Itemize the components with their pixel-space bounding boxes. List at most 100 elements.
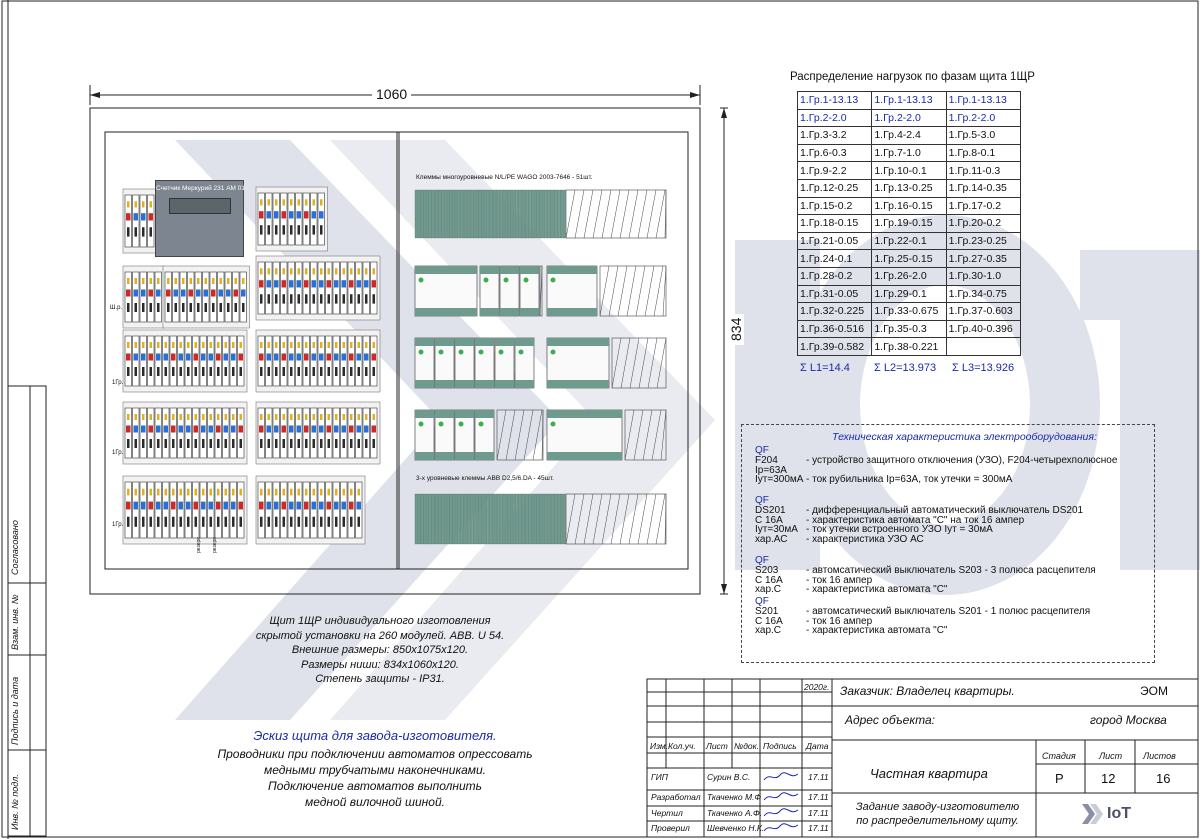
breaker xyxy=(222,335,230,387)
breaker-toggle xyxy=(349,425,354,433)
load-table-cell: 1.Гр.34-0.75 xyxy=(945,284,1022,304)
load-table-cell: 1.Гр.12-0.25 xyxy=(796,178,873,198)
breaker-label xyxy=(232,342,235,348)
panel-description-line: Степень защиты - IP31. xyxy=(315,673,445,685)
terminal-block xyxy=(545,189,549,239)
breaker xyxy=(192,335,200,387)
breaker xyxy=(340,481,348,539)
breaker-toggle xyxy=(231,425,236,433)
terminal-block xyxy=(440,493,444,545)
breaker-terminal xyxy=(179,516,182,527)
module-terminals xyxy=(415,452,434,460)
reserve-label: резерв xyxy=(196,537,202,553)
breaker-terminal xyxy=(127,303,130,312)
hatch-line xyxy=(601,493,612,545)
breaker xyxy=(302,192,310,246)
terminal-block xyxy=(525,189,528,239)
breaker-toggle xyxy=(319,280,324,288)
breaker-terminal xyxy=(297,516,300,527)
breaker xyxy=(340,335,348,387)
breaker-terminal xyxy=(174,303,177,312)
breaker-toggle xyxy=(319,425,324,433)
terminal-block xyxy=(469,493,473,545)
terminal-block xyxy=(548,493,551,545)
module-led xyxy=(498,349,504,355)
terminal-block xyxy=(554,493,557,545)
breaker xyxy=(224,271,232,323)
terminal-block xyxy=(516,493,520,545)
breaker xyxy=(124,481,132,539)
breaker-terminal xyxy=(134,227,137,237)
breaker xyxy=(347,407,355,459)
breaker-terminal xyxy=(290,439,293,448)
module-led xyxy=(478,349,484,355)
row-label: 1Гр. xyxy=(112,450,124,456)
hatch-line xyxy=(628,189,639,239)
breaker-label xyxy=(134,488,137,496)
breaker-label xyxy=(197,278,200,284)
breaker xyxy=(310,481,318,539)
breaker xyxy=(340,261,348,315)
breaker-label xyxy=(219,278,222,284)
breaker-label xyxy=(297,199,300,206)
breaker-label xyxy=(209,342,212,348)
breaker-toggle xyxy=(341,425,346,433)
breaker-label xyxy=(297,268,300,275)
load-table-cell: 1.Гр.11-0.3 xyxy=(945,161,1022,180)
breaker xyxy=(287,261,295,315)
tech-description: - ток утечки встроенного УЗО Iут = 30мА xyxy=(806,524,993,536)
breaker-toggle xyxy=(133,353,138,361)
breaker-toggle xyxy=(133,501,138,510)
module-terminals xyxy=(495,380,514,388)
module-terminals xyxy=(547,266,597,274)
terminal-block xyxy=(522,493,525,545)
terminal-block xyxy=(548,189,551,239)
relay-group-module xyxy=(546,265,598,317)
breaker-toggle xyxy=(178,501,183,510)
stamp-sheets: 16 xyxy=(1156,771,1171,786)
breaker-label xyxy=(179,414,182,420)
breaker-terminal xyxy=(327,439,330,448)
tech-code: QF xyxy=(755,596,769,607)
breaker xyxy=(139,407,147,459)
signature-icon xyxy=(763,823,799,832)
hatch-line xyxy=(514,409,525,461)
breaker-label xyxy=(134,414,137,420)
hatch-line xyxy=(619,189,630,239)
breaker-toggle xyxy=(289,425,294,433)
module-terminals xyxy=(547,380,609,388)
hatch-line xyxy=(664,189,667,239)
breaker xyxy=(317,335,325,387)
terminal-block xyxy=(533,493,537,545)
breaker-terminal xyxy=(239,367,242,376)
breaker-label xyxy=(297,488,300,496)
breaker-toggle xyxy=(326,353,331,361)
breaker-terminal xyxy=(290,294,293,304)
terminal-bottom-label: 3-х уровневые клеммы ABB D2,5/6.DA - 45ш… xyxy=(416,475,554,482)
breaker-toggle xyxy=(319,501,324,510)
tech-description: - устройство защитного отключения (УЗО),… xyxy=(806,454,1118,466)
terminal-block xyxy=(458,189,462,239)
width-dimension-label: 1060 xyxy=(372,86,412,102)
breaker-terminal xyxy=(282,516,285,527)
load-table-cell: 1.Гр.14-0.35 xyxy=(945,178,1022,198)
breaker-terminal xyxy=(127,439,130,448)
terminal-block xyxy=(455,189,459,239)
breaker xyxy=(265,481,273,539)
breaker-toggle xyxy=(296,353,301,361)
breaker-label xyxy=(335,414,338,420)
row-label: 1Гр. xyxy=(112,380,124,386)
breaker-label xyxy=(239,488,242,496)
terminal-block xyxy=(443,493,447,545)
breaker-terminal xyxy=(202,516,205,527)
breaker-label xyxy=(179,488,182,496)
breaker-terminal xyxy=(224,367,227,376)
breaker-terminal xyxy=(297,439,300,448)
breaker-label xyxy=(174,278,177,284)
breaker-toggle xyxy=(141,289,146,297)
row-label: Ш.р. xyxy=(110,305,123,311)
breaker-label xyxy=(142,414,145,420)
